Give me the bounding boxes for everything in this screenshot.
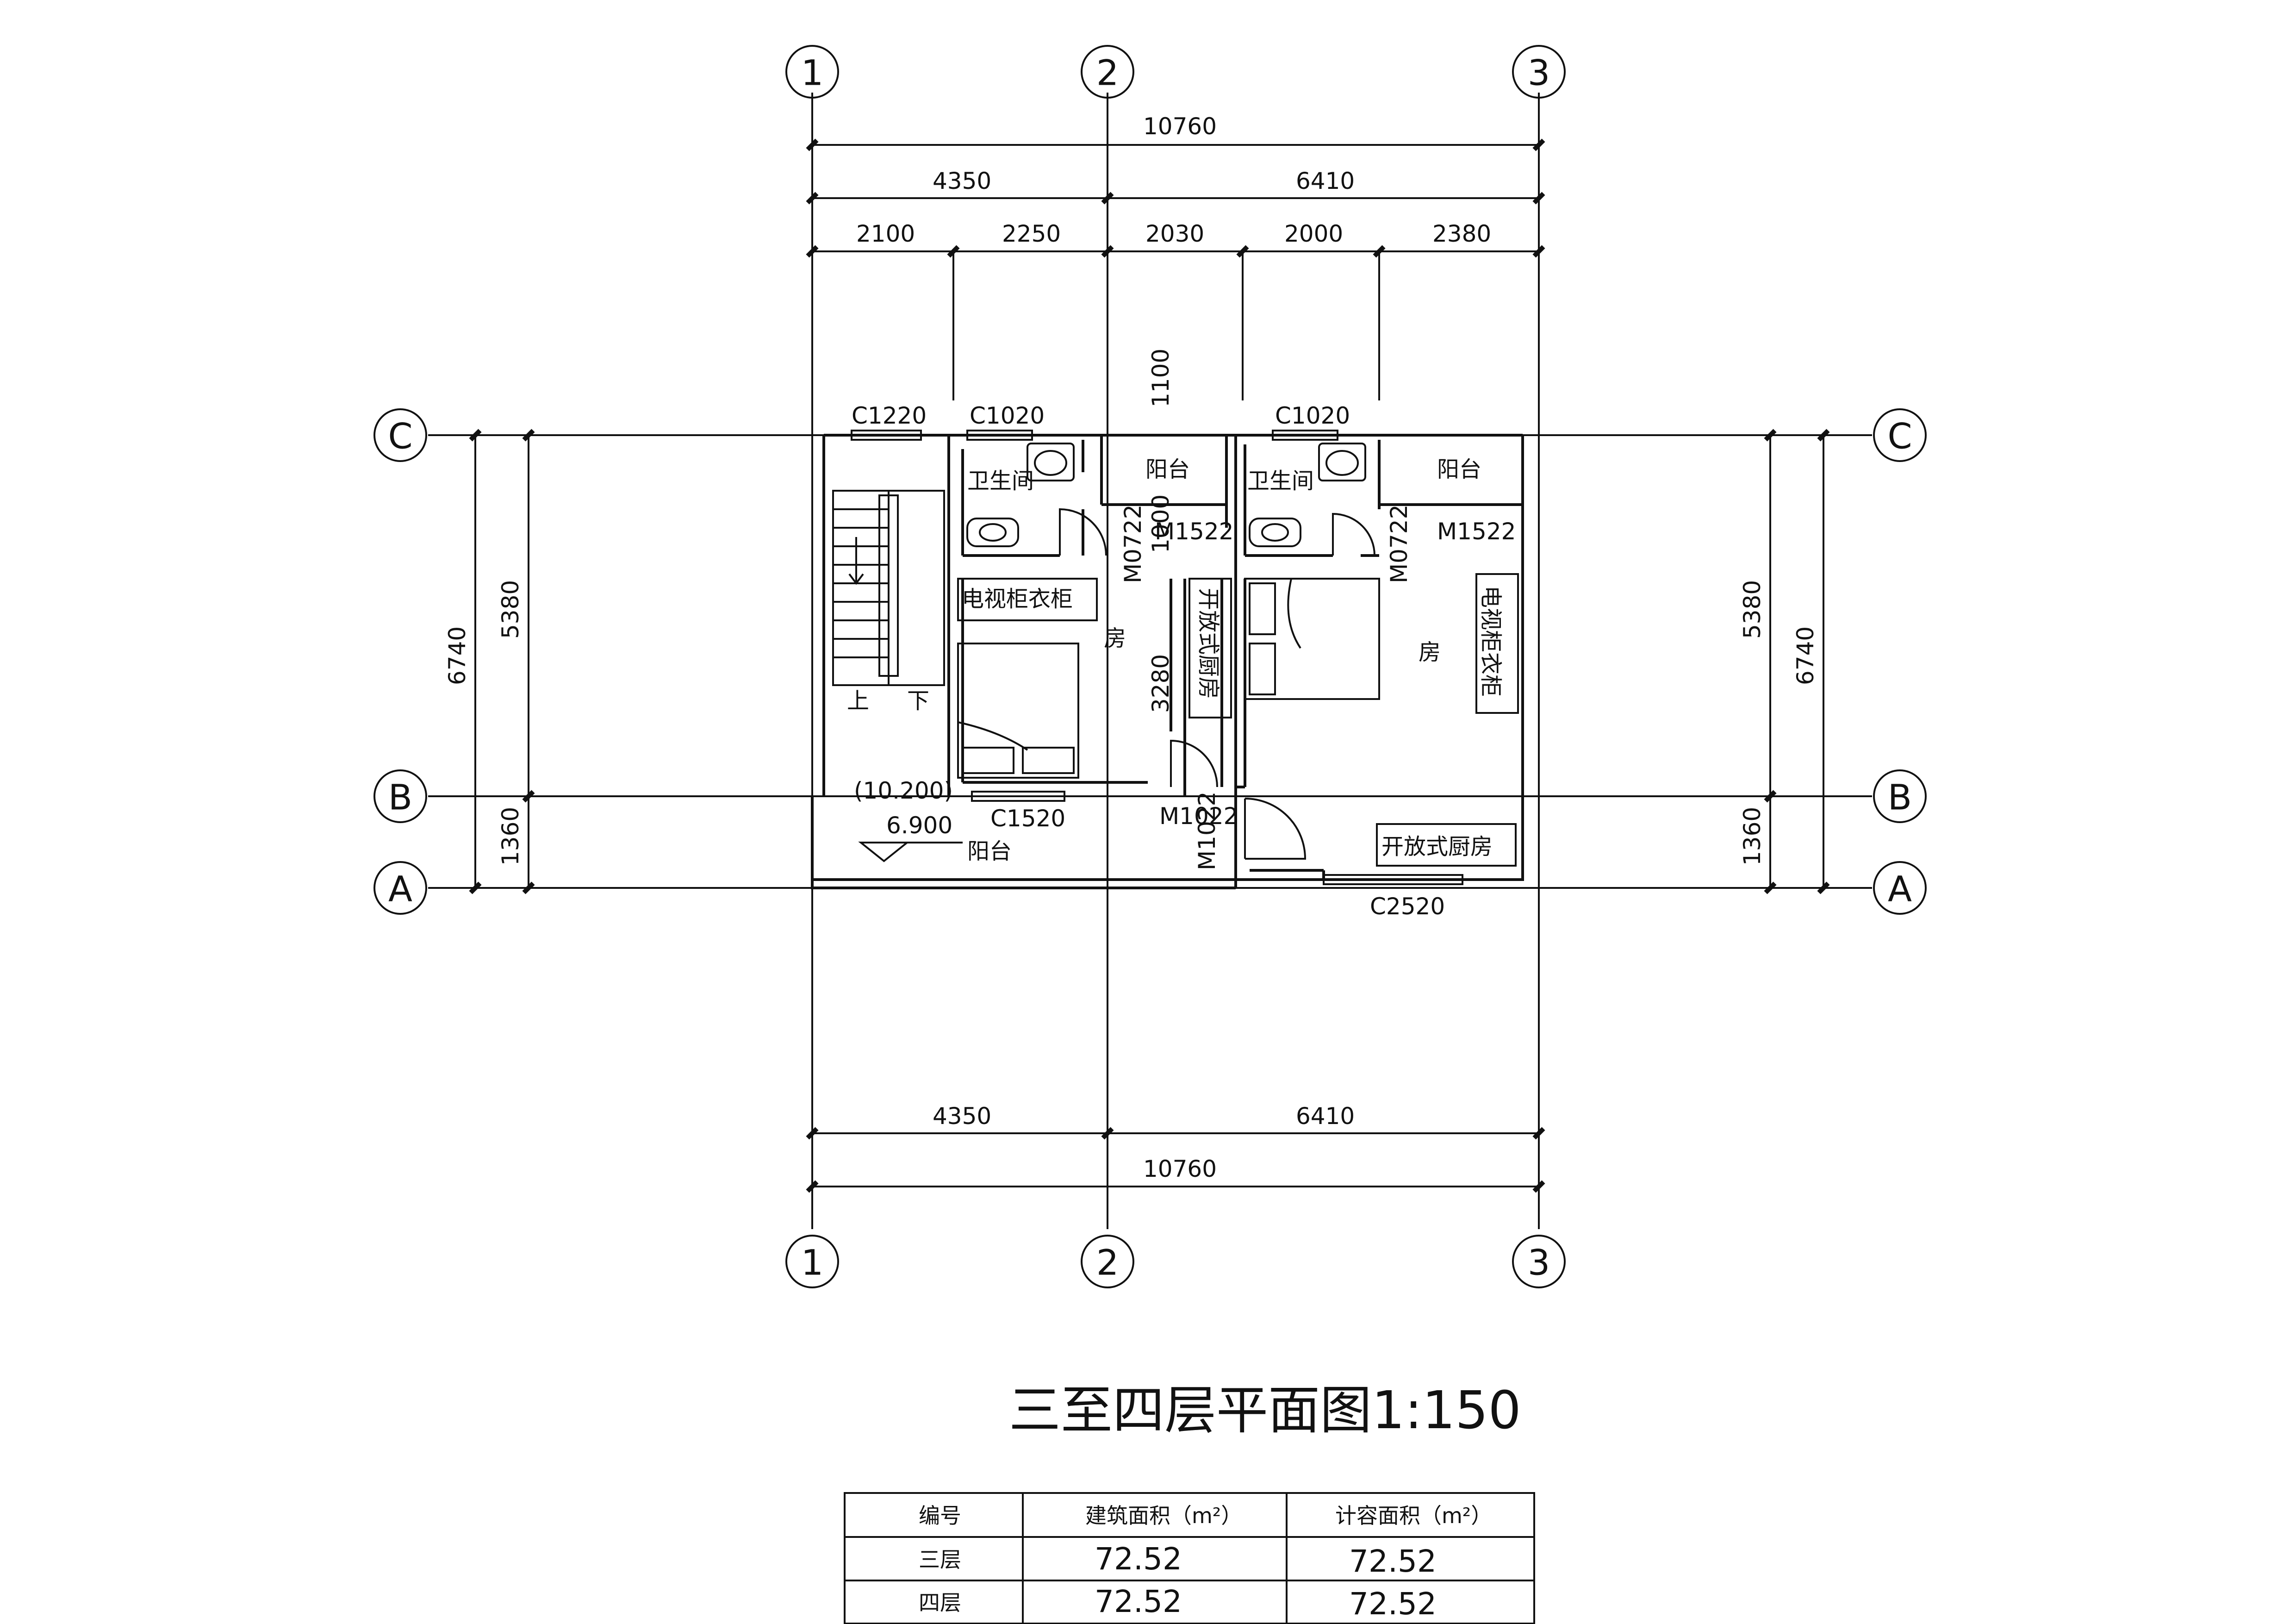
axis-bubbles: 1 2 3 1 2 3 C B A C B A: [373, 45, 1927, 1288]
room-label-room-2: 房: [1419, 639, 1441, 665]
window-label-c1020-a: C1020: [970, 402, 1045, 429]
label-open-kitchen-2: 开放式厨房: [1381, 834, 1493, 860]
window-label-c1520: C1520: [990, 805, 1065, 832]
room-label-room-1: 房: [1104, 625, 1126, 651]
table-row-1-plot: 72.52: [1349, 1543, 1437, 1579]
room-label-bath-2: 卫生间: [1247, 468, 1314, 494]
axis-label-1-bottom: 1: [801, 1242, 823, 1283]
dim-top-detail-4: 2000: [1284, 220, 1343, 247]
table-header-plot-area: 计容面积（m²）: [1335, 1503, 1492, 1528]
axis-label-2-bottom: 2: [1096, 1242, 1119, 1283]
room-label-balcony-3: 阳台: [967, 838, 1012, 864]
label-tv-wardrobe-2: 电视柜衣柜: [1478, 586, 1504, 697]
stair-label-down: 下: [907, 688, 929, 714]
axis-label-a-right: A: [1888, 868, 1912, 910]
label-open-kitchen-1: 开放式厨房: [1195, 588, 1221, 699]
label-tv-wardrobe-1: 电视柜衣柜: [962, 586, 1073, 612]
door-label-m1022: M1022: [1194, 792, 1220, 870]
dim-top-mid-1: 4350: [933, 168, 991, 194]
doors: [1059, 508, 1375, 860]
axis-label-c-left: C: [388, 416, 412, 457]
dim-top-detail-2: 2250: [1002, 220, 1061, 247]
dim-bottom-mid-1: 4350: [933, 1103, 991, 1130]
left-dimensions: 6740 5380 1360: [444, 429, 535, 894]
stair-label-up: 上: [847, 688, 869, 714]
axis-label-a-left: A: [388, 868, 412, 910]
room-label-balcony-2: 阳台: [1437, 456, 1481, 482]
table-row-2-id: 四层: [919, 1590, 961, 1615]
axis-label-3-top: 3: [1528, 52, 1550, 94]
table-row-2-plot: 72.52: [1349, 1586, 1437, 1622]
elevation-lower: 6.900: [886, 812, 952, 839]
dim-bottom-total: 10760: [1143, 1156, 1217, 1182]
room-label-bath-1: 卫生间: [967, 468, 1034, 494]
dim-top-mid-2: 6410: [1296, 168, 1355, 194]
dim-bottom-mid-2: 6410: [1296, 1103, 1355, 1130]
top-dimensions: 10760 4350 6410 2100 2250 2030 2000 2380: [806, 113, 1545, 400]
door-label-m0722-a: M0722: [1120, 505, 1146, 583]
dim-interior-1: 1100: [1147, 349, 1174, 407]
axis-label-3-bottom: 3: [1528, 1242, 1550, 1283]
window-label-c2520: C2520: [1370, 893, 1445, 920]
dim-right-inner-2: 1360: [1739, 807, 1766, 866]
axis-label-b-left: B: [388, 777, 412, 818]
door-label-m1022-h: M1022: [1159, 803, 1238, 830]
window-label-c1020-b: C1020: [1275, 402, 1350, 429]
dim-top-detail-3: 2030: [1145, 220, 1204, 247]
door-label-m0722-b: M0722: [1386, 505, 1412, 583]
table-header-id: 编号: [919, 1503, 961, 1528]
dim-left-outer: 6740: [444, 626, 471, 685]
axis-label-2-top: 2: [1096, 52, 1119, 94]
dim-right-inner-1: 5380: [1739, 580, 1766, 639]
room-label-balcony-1: 阳台: [1145, 456, 1190, 482]
table-header-built-area: 建筑面积（m²）: [1085, 1503, 1242, 1528]
table-row-1-id: 三层: [919, 1547, 961, 1572]
door-label-m1522-b: M1522: [1437, 518, 1516, 545]
dim-right-outer: 6740: [1792, 626, 1819, 685]
plan-labels: C1220 C1020 C1020 C1520 C2520 M0722 M152…: [847, 402, 1516, 920]
area-table: 编号 建筑面积（m²） 计容面积（m²） 三层 72.52 72.52 四层 7…: [844, 1492, 1535, 1624]
dim-top-detail-1: 2100: [856, 220, 915, 247]
bottom-dimensions: 4350 6410 10760: [806, 1103, 1545, 1193]
dim-top-detail-5: 2380: [1432, 220, 1491, 247]
dim-top-total: 10760: [1143, 113, 1217, 140]
axis-label-b-right: B: [1888, 777, 1912, 818]
dim-left-inner-1: 5380: [497, 580, 524, 639]
elevation-upper: (10.200): [854, 777, 953, 804]
drawing-title: 三至四层平面图1:150: [1009, 1380, 1521, 1441]
table-row-1-built: 72.52: [1095, 1541, 1182, 1577]
dim-left-inner-2: 1360: [497, 807, 524, 866]
axis-label-1-top: 1: [801, 52, 823, 94]
window-label-c1220: C1220: [852, 402, 927, 429]
door-label-m1522-a: M1522: [1155, 518, 1233, 545]
table-row-2-built: 72.52: [1095, 1584, 1182, 1619]
axis-label-c-right: C: [1887, 416, 1912, 457]
windows: [851, 430, 1463, 885]
fixtures: [832, 443, 1519, 867]
right-dimensions: 5380 1360 6740: [1739, 429, 1830, 894]
